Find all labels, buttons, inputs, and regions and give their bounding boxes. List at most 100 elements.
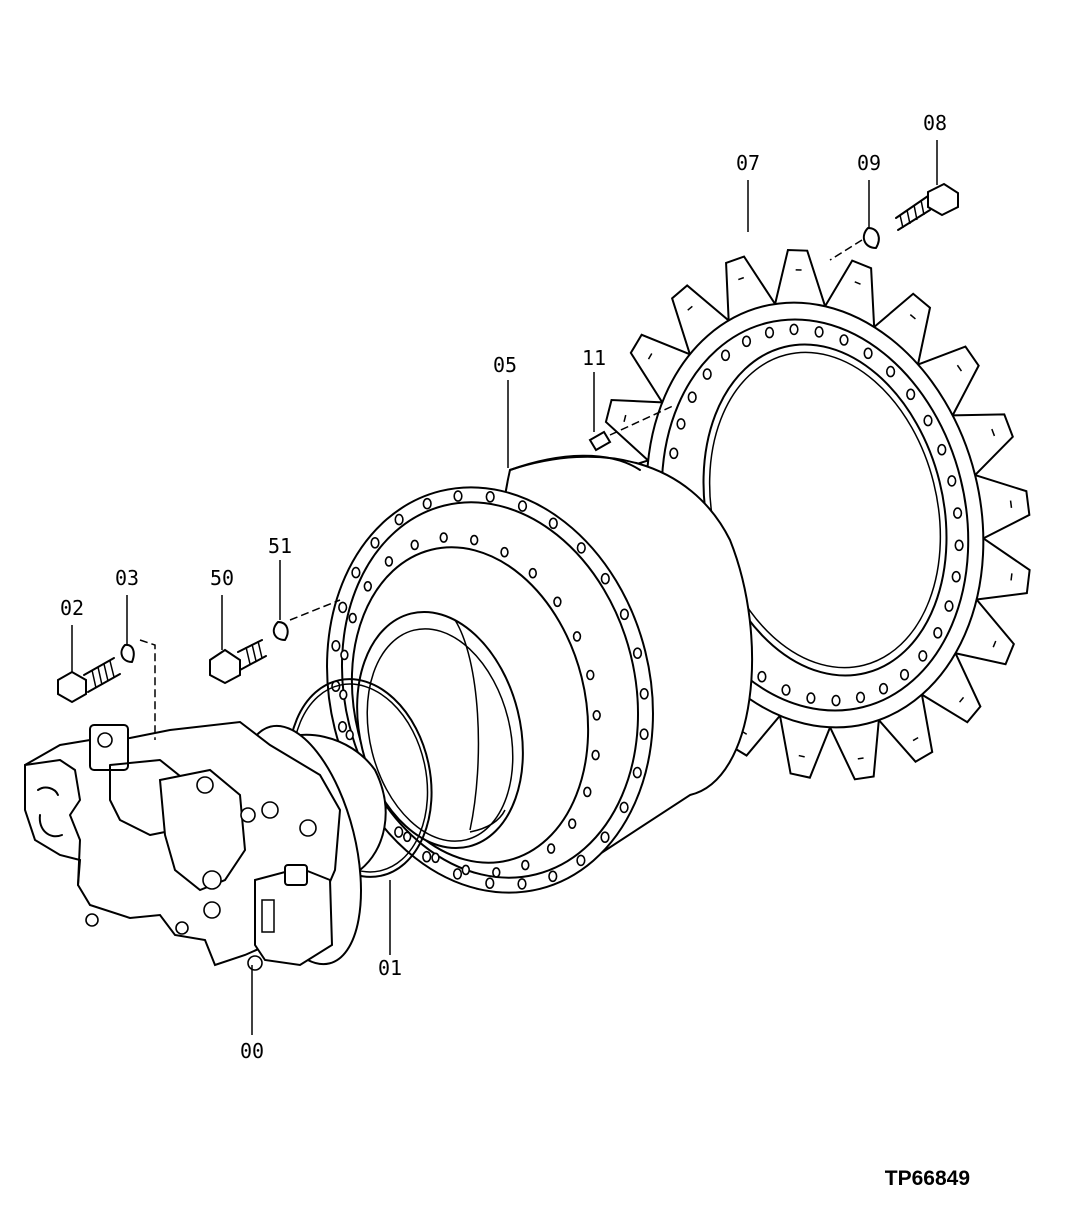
sprocket-bolt-hole	[878, 682, 889, 695]
sprocket-bolt-hole	[951, 570, 961, 583]
bolt-08-leader-line	[829, 239, 863, 261]
housing-inner-bolt-hole	[521, 859, 530, 871]
callout-03: 03	[115, 566, 139, 590]
callout-leaders	[71, 140, 938, 1035]
sprocket-tooth-edge	[857, 757, 864, 760]
sprocket-bolt-hole	[676, 418, 686, 430]
housing-outer-bolt-hole	[337, 720, 348, 733]
housing-outer-bolt-hole	[632, 766, 642, 779]
bolt-02-head	[57, 670, 87, 704]
sprocket-bolt-hole	[764, 326, 775, 339]
sprocket-tooth-edge	[958, 696, 965, 703]
sprocket-bolt-hole	[947, 475, 957, 487]
housing-outer-bolt-hole	[517, 500, 528, 512]
sprocket-bolt-hole	[806, 692, 816, 704]
callout-09: 09	[857, 151, 881, 175]
housing-outer-bolt-hole	[422, 850, 432, 863]
sprocket-bolt-hole	[781, 684, 791, 696]
sprocket-bolt-hole	[702, 368, 712, 380]
motor-fitting-8	[175, 921, 189, 935]
sprocket-bolt-hole	[855, 691, 866, 704]
housing-inner-bolt-hole	[461, 864, 470, 876]
bolt-50-leader-line	[289, 599, 341, 621]
housing-outer-bolt-hole	[619, 801, 629, 814]
motor-valve-plug	[97, 732, 113, 748]
sprocket-tooth	[670, 284, 730, 355]
housing-inner-bolt-hole	[528, 567, 537, 579]
callout-11: 11	[582, 346, 606, 370]
housing-inner-bolt-hole	[403, 831, 412, 843]
sprocket-tooth-edge	[909, 314, 916, 320]
housing-inner-bolt-hole	[546, 843, 556, 854]
housing-inner-bolt-hole	[492, 867, 501, 878]
housing-outer-bolt-hole	[639, 728, 649, 741]
sprocket-bolt-hole	[885, 365, 896, 378]
callout-08: 08	[923, 111, 947, 135]
motor-fitting-3	[203, 901, 221, 919]
housing-bore-inner	[366, 628, 514, 842]
bolt-08-head	[927, 182, 959, 217]
sprocket-tooth	[917, 345, 980, 416]
sprocket-tooth-edge	[738, 276, 745, 281]
housing-outer-bolt-hole	[485, 877, 495, 890]
housing-outer-bolt-hole	[485, 490, 495, 503]
sprocket-tooth-edge	[1009, 500, 1013, 508]
sprocket-bolt-hole	[687, 391, 697, 404]
housing-inner-bolt-hole	[592, 709, 601, 721]
housing-inner-bolt-hole	[500, 546, 509, 558]
housing-inner-bolt-hole	[583, 786, 592, 798]
sprocket-bolt-hole	[906, 388, 916, 401]
housing-inner-bolt-hole	[339, 689, 348, 701]
housing-inner-bolt-hole	[431, 852, 440, 864]
housing-flange-inner	[340, 501, 640, 879]
housing-outer-bolt-hole	[338, 601, 348, 614]
housing-inner-bolt-hole	[410, 539, 419, 551]
sprocket-tooth-edge	[798, 754, 805, 758]
sprocket-tooth-edge	[991, 428, 996, 437]
housing-outer-bolt-hole	[517, 878, 527, 890]
sprocket-bolt-hole	[933, 626, 943, 639]
housing-outer-bolt-hole	[422, 497, 432, 510]
housing-inner-bolt-hole	[439, 532, 448, 543]
housing-inner-bolt-hole	[470, 534, 479, 546]
sprocket-bolt-hole	[918, 650, 928, 662]
sprocket-tooth	[604, 399, 663, 462]
sprocket-tooth	[976, 537, 1031, 601]
callout-00: 00	[240, 1039, 264, 1063]
sprocket-tooth-edge	[647, 353, 653, 360]
pin-11-body	[588, 430, 612, 452]
bolt-50	[209, 639, 267, 685]
sprocket-bolt-hole	[669, 447, 679, 460]
housing-inner-bolt-hole	[572, 631, 582, 642]
sprocket-tooth	[921, 652, 982, 724]
bolt-02	[57, 657, 121, 704]
callout-05: 05	[493, 353, 517, 377]
sprocket-tooth	[774, 248, 827, 307]
sprocket-tooth-edge	[687, 305, 693, 311]
travel-motor	[24, 720, 387, 971]
motor-fitting-4	[240, 807, 256, 823]
sprocket-bolt-hole	[741, 335, 752, 348]
sprocket-tooth	[955, 598, 1015, 666]
washer-51	[272, 621, 289, 641]
housing-outer-bolt-hole	[452, 868, 463, 880]
housing-inner-bolt-hole	[348, 612, 357, 624]
callout-01: 01	[378, 956, 402, 980]
sprocket-bolt-hole	[831, 694, 841, 707]
housing-outer-bolt-hole	[370, 536, 380, 549]
housing-outer-bolt-hole	[576, 854, 586, 867]
sprocket-bolt-hole	[863, 347, 873, 360]
housing-outer-bolt-hole	[632, 647, 643, 660]
sprocket-tooth	[952, 413, 1014, 476]
housing-outer-bolt-holes	[331, 490, 649, 890]
sprocket-tooth	[878, 694, 934, 763]
callout-02: 02	[60, 596, 84, 620]
housing-outer-bolt-hole	[600, 572, 610, 585]
sprocket-bolt-hole	[954, 539, 964, 552]
washer-03-shape	[120, 643, 135, 663]
sprocket-bolt-hole	[789, 323, 799, 336]
motor-fitting-7	[85, 913, 99, 927]
housing-outer-bolt-hole	[548, 870, 558, 883]
sprocket-bolt-hole	[757, 670, 767, 683]
